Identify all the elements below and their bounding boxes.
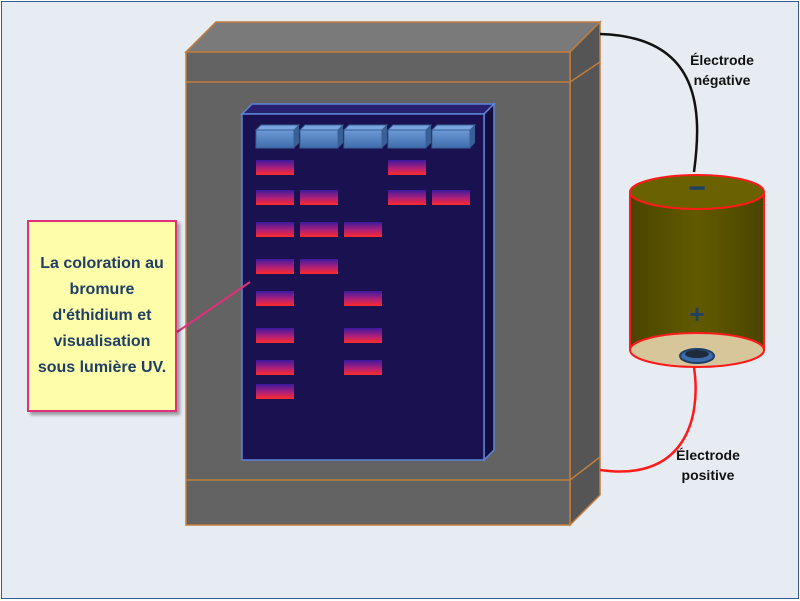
battery-body [630,192,764,350]
positive-electrode-line1: Électrode [676,447,740,463]
dna-band-lane1-row4 [256,259,294,274]
dna-band-lane1-row6 [256,328,294,343]
well-2 [298,124,345,149]
dna-band-lane1-row8 [256,384,294,399]
dna-band-lane3-row6 [344,328,382,343]
well-4 [386,124,433,149]
well-1 [254,124,301,149]
well-5 [430,124,477,149]
positive-wire [599,366,697,473]
dna-band-lane1-row1 [256,160,294,175]
plus-symbol: + [689,299,704,329]
gel-front [241,113,485,461]
gel-wells [254,124,477,149]
dna-band-lane3-row3 [344,222,382,237]
minus-symbol: − [688,172,706,205]
negative-electrode-line2: négative [693,72,751,88]
battery-terminal-hole [685,350,709,358]
dna-band-lane2-row4 [300,259,338,274]
well-3 [342,124,389,149]
battery-top-cap [629,174,765,210]
dna-band-lane4-row1 [388,160,426,175]
callout-pointer [176,281,251,333]
dna-band-lane3-row7 [344,360,382,375]
tank-lower-band-side-line [569,456,601,481]
positive-electrode-line2: positive [681,467,735,483]
callout-box: La coloration au bromure d'éthidium et v… [27,220,177,412]
negative-wire [599,32,699,173]
dna-band-lane2-row3 [300,222,338,237]
gel-top-edge [240,103,496,115]
gel-side-edge [483,102,495,462]
dna-bands [256,160,470,399]
callout-text: La coloration au bromure d'éthidium et v… [37,255,167,376]
dna-band-lane1-row5 [256,291,294,306]
dna-band-lane1-row2 [256,190,294,205]
dna-band-lane1-row3 [256,222,294,237]
battery: − + [629,172,765,368]
dna-band-lane1-row7 [256,360,294,375]
agarose-gel [240,102,496,462]
dna-band-lane2-row2 [300,190,338,205]
negative-electrode-label: Électrode négative [672,50,772,90]
tank-top-face [184,21,602,53]
tank-upper-band-side-line [569,61,601,83]
dna-band-lane4-row2 [388,190,426,205]
positive-electrode-label: Électrode positive [658,445,758,485]
tank-side-face [569,20,601,527]
negative-electrode-line1: Électrode [690,52,754,68]
dna-band-lane5-row2 [432,190,470,205]
dna-band-lane3-row5 [344,291,382,306]
